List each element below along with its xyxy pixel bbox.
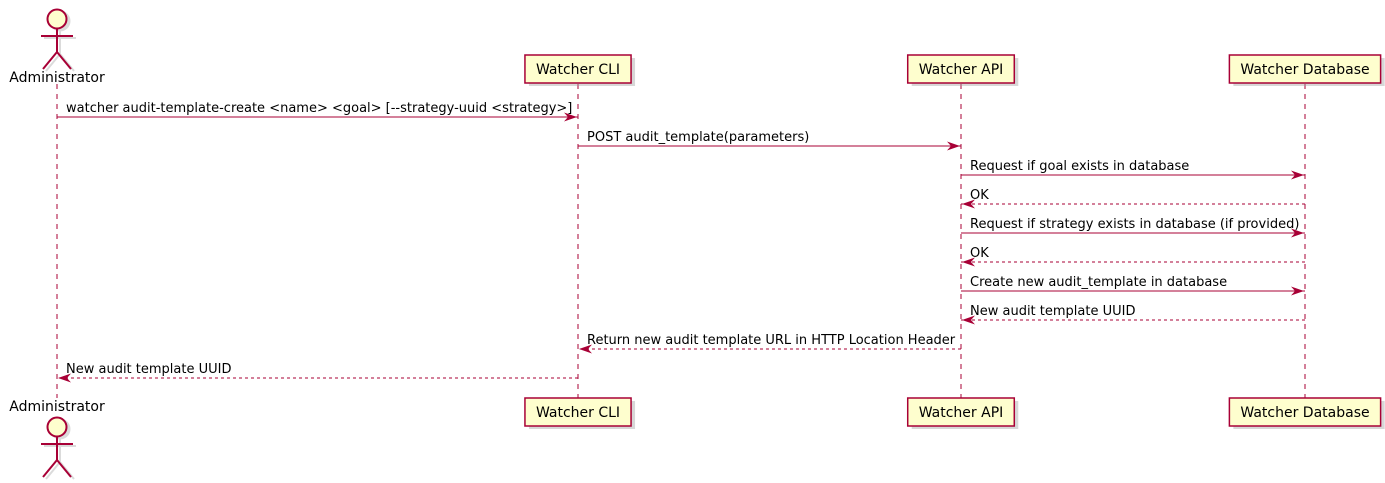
participant-label: Watcher CLI	[536, 62, 620, 78]
message-label: watcher audit-template-create <name> <go…	[66, 101, 572, 116]
message-administrator-to-watcher-cli: watcher audit-template-create <name> <go…	[57, 101, 578, 122]
arrowhead-icon	[579, 344, 592, 354]
message-label: Request if goal exists in database	[970, 159, 1189, 174]
message-watcher-api-to-watcher-database: Request if strategy exists in database (…	[961, 217, 1305, 238]
arrowhead-icon	[962, 315, 975, 325]
arrowhead-icon	[58, 373, 71, 383]
arrowhead-icon	[947, 141, 960, 151]
stick-figure	[41, 8, 73, 70]
arrowhead-icon	[564, 112, 577, 122]
participant-box	[524, 397, 632, 427]
participant-watcher-cli-top: Watcher CLI	[524, 54, 636, 86]
message-label: New audit template UUID	[66, 362, 231, 377]
stick-figure	[41, 416, 73, 478]
arrowhead-icon	[1291, 286, 1304, 296]
arrowhead-icon	[962, 257, 975, 267]
participant-label: Watcher Database	[1240, 405, 1369, 421]
participant-box	[524, 54, 632, 84]
participant-label: Watcher API	[919, 62, 1004, 78]
message-label: Request if strategy exists in database (…	[970, 217, 1299, 232]
message-watcher-database-to-watcher-api: New audit template UUID	[961, 304, 1305, 325]
arrowhead-icon	[962, 199, 975, 209]
participant-box	[1228, 397, 1382, 427]
participant-box	[906, 397, 1016, 427]
message-label: POST audit_template(parameters)	[587, 130, 809, 145]
message-label: New audit template UUID	[970, 304, 1135, 319]
message-watcher-cli-to-administrator: New audit template UUID	[57, 362, 578, 383]
participant-watcher-api-bottom: Watcher API	[906, 397, 1019, 429]
actor-label: Administrator	[9, 399, 105, 415]
message-watcher-database-to-watcher-api: OK	[961, 246, 1305, 267]
participant-watcher-database-bottom: Watcher Database	[1228, 397, 1385, 429]
participant-label: Watcher Database	[1240, 62, 1369, 78]
arrowhead-icon	[1291, 228, 1304, 238]
arrowhead-icon	[1291, 170, 1304, 180]
message-watcher-api-to-watcher-cli: Return new audit template URL in HTTP Lo…	[578, 333, 961, 354]
participant-label: Watcher CLI	[536, 405, 620, 421]
participant-label: Watcher API	[919, 405, 1004, 421]
actor-administrator-top: Administrator	[9, 8, 105, 86]
message-watcher-database-to-watcher-api: OK	[961, 188, 1305, 209]
actor-administrator-bottom: Administrator	[9, 399, 105, 480]
message-watcher-api-to-watcher-database: Create new audit_template in database	[961, 275, 1305, 296]
actor-label: Administrator	[9, 70, 105, 86]
message-label: Create new audit_template in database	[970, 275, 1227, 290]
message-label: OK	[970, 246, 989, 261]
message-watcher-cli-to-watcher-api: POST audit_template(parameters)	[578, 130, 961, 151]
participant-box	[906, 54, 1016, 84]
message-watcher-api-to-watcher-database: Request if goal exists in database	[961, 159, 1305, 180]
message-label: Return new audit template URL in HTTP Lo…	[587, 333, 956, 348]
participant-watcher-database-top: Watcher Database	[1228, 54, 1385, 86]
participant-watcher-cli-bottom: Watcher CLI	[524, 397, 636, 429]
message-label: OK	[970, 188, 989, 203]
participant-watcher-api-top: Watcher API	[906, 54, 1019, 86]
participant-box	[1228, 54, 1382, 84]
